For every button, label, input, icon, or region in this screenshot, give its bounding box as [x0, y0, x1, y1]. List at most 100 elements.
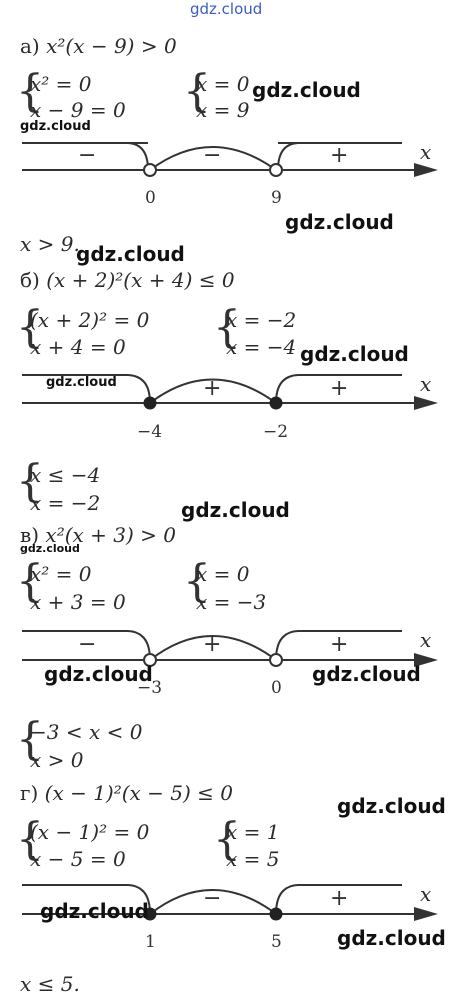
part-a-system-left-1: x² = 0: [30, 72, 92, 96]
part-d-point-filled-2: [269, 907, 283, 921]
part-c-sign-2: +: [203, 632, 222, 657]
part-a-left-brace: {: [16, 66, 44, 117]
part-b-sign-2: +: [330, 376, 349, 401]
part-d-tick-2: 5: [271, 932, 282, 952]
part-c-point-open-2: [269, 653, 283, 667]
part-d-sign-2: +: [330, 886, 349, 911]
part-d-number-line: [22, 884, 438, 921]
part-d-heading: г) (x − 1)²(x − 5) ≤ 0: [20, 783, 233, 803]
part-d-system-right-1: x = 1: [226, 820, 280, 844]
part-b-point-filled-1: [143, 396, 157, 410]
part-b-answer-2: x = −2: [30, 491, 101, 515]
part-c-system-left-2: x + 3 = 0: [30, 590, 126, 614]
part-b-right-brace: {: [213, 302, 241, 353]
part-b-arc-middle: [149, 378, 277, 404]
part-c-right-brace: {: [183, 556, 211, 607]
part-c-point-open-1: [143, 653, 157, 667]
watermark: gdz.cloud: [76, 242, 185, 266]
watermark: gdz.cloud: [20, 542, 80, 555]
part-d-system-left-1: (x − 1)² = 0: [30, 820, 150, 844]
part-d-system-left-2: x − 5 = 0: [30, 847, 126, 871]
part-c-tick-1: −3: [137, 678, 163, 698]
watermark: gdz.cloud: [337, 794, 446, 818]
part-a-inequality: x²(x − 9) > 0: [46, 34, 177, 58]
part-d-system-right-2: x = 5: [226, 847, 280, 871]
part-c-sign-3: +: [330, 632, 349, 657]
part-d-point-filled-1: [143, 907, 157, 921]
part-c-tick-2: 0: [271, 678, 282, 698]
part-b-tick-2: −2: [263, 422, 289, 442]
part-a-tick-2: 9: [271, 188, 282, 208]
part-b-number-line: [22, 374, 438, 410]
watermark: gdz.cloud: [312, 662, 421, 686]
part-a-label: а): [20, 34, 40, 58]
part-d-answer: x ≤ 5.: [20, 972, 80, 996]
part-a-axis-arrow: [414, 163, 438, 177]
part-d-axis-arrow: [414, 907, 438, 921]
part-a-sign-2: −: [203, 143, 222, 168]
part-b-axis-arrow: [414, 396, 438, 410]
part-b-answer-brace: {: [16, 456, 44, 507]
part-c-left-brace: {: [16, 556, 44, 607]
part-a-tick-1: 0: [145, 188, 156, 208]
part-c-system-left-1: x² = 0: [30, 562, 92, 586]
part-a-system-right-1: x = 0: [196, 72, 250, 96]
part-a-sign-3: +: [330, 143, 349, 168]
part-d-right-brace: {: [213, 814, 241, 865]
part-b-heading: б) (x + 2)²(x + 4) ≤ 0: [20, 270, 235, 290]
part-d-left-brace: {: [16, 814, 44, 865]
part-c-arc-middle: [149, 635, 277, 661]
watermark: gdz.cloud: [337, 926, 446, 950]
part-d-inequality: (x − 1)²(x − 5) ≤ 0: [44, 781, 234, 805]
part-a-answer: x > 9.: [20, 232, 80, 256]
part-b-system-left-1: (x + 2)² = 0: [30, 308, 150, 332]
part-d-arc-middle: [149, 889, 277, 915]
part-c-system-right-1: x = 0: [196, 562, 250, 586]
part-d-label: г): [20, 781, 39, 805]
part-b-axis-var: x: [420, 372, 432, 396]
part-a-point-open-2: [269, 163, 283, 177]
part-b-label: б): [20, 268, 40, 292]
part-b-sign-1: +: [203, 376, 222, 401]
part-c-answer-2: x > 0: [30, 748, 84, 772]
part-c-label: в): [20, 523, 40, 547]
watermark: gdz.cloud: [252, 78, 361, 102]
part-b-system-left-2: x + 4 = 0: [30, 335, 126, 359]
part-c-sign-1: −: [78, 632, 97, 657]
part-a-heading: а) x²(x − 9) > 0: [20, 36, 177, 56]
part-a-right-brace: {: [183, 66, 211, 117]
part-b-inequality: (x + 2)²(x + 4) ≤ 0: [46, 268, 235, 292]
part-d-tick-1: 1: [145, 932, 156, 952]
part-c-axis-var: x: [420, 628, 432, 652]
watermark: gdz.cloud: [40, 899, 149, 923]
watermark: gdz.cloud: [44, 662, 153, 686]
part-b-answer-1: x ≤ −4: [30, 463, 101, 487]
part-b-point-filled-2: [269, 396, 283, 410]
part-c-axis-arrow: [414, 653, 438, 667]
part-b-system-right-1: x = −2: [226, 308, 297, 332]
part-a-arc-middle: [149, 146, 277, 171]
part-a-system-left-2: x − 9 = 0: [30, 98, 126, 122]
part-c-number-line: [22, 630, 438, 667]
part-a-sign-1: −: [78, 143, 97, 168]
part-c-answer-brace: {: [16, 714, 44, 765]
watermark-top: gdz.cloud: [190, 0, 263, 18]
part-c-answer-1: −3 < x < 0: [30, 720, 143, 744]
watermark: gdz.cloud: [285, 210, 394, 234]
part-c-heading: в) x²(x + 3) > 0: [20, 525, 176, 545]
watermark: gdz.cloud: [300, 342, 409, 366]
part-d-axis-var: x: [420, 882, 432, 906]
part-a-axis-var: x: [420, 140, 432, 164]
part-b-left-brace: {: [16, 302, 44, 353]
part-a-system-right-2: x = 9: [196, 98, 250, 122]
part-a-number-line: [22, 142, 438, 177]
watermark: gdz.cloud: [20, 119, 91, 134]
part-d-sign-1: −: [203, 886, 222, 911]
part-a-point-open-1: [143, 163, 157, 177]
watermark: gdz.cloud: [46, 375, 117, 390]
part-b-tick-1: −4: [137, 422, 163, 442]
part-c-system-right-2: x = −3: [196, 590, 267, 614]
watermark: gdz.cloud: [181, 498, 290, 522]
part-c-inequality: x²(x + 3) > 0: [45, 523, 176, 547]
part-b-system-right-2: x = −4: [226, 335, 297, 359]
